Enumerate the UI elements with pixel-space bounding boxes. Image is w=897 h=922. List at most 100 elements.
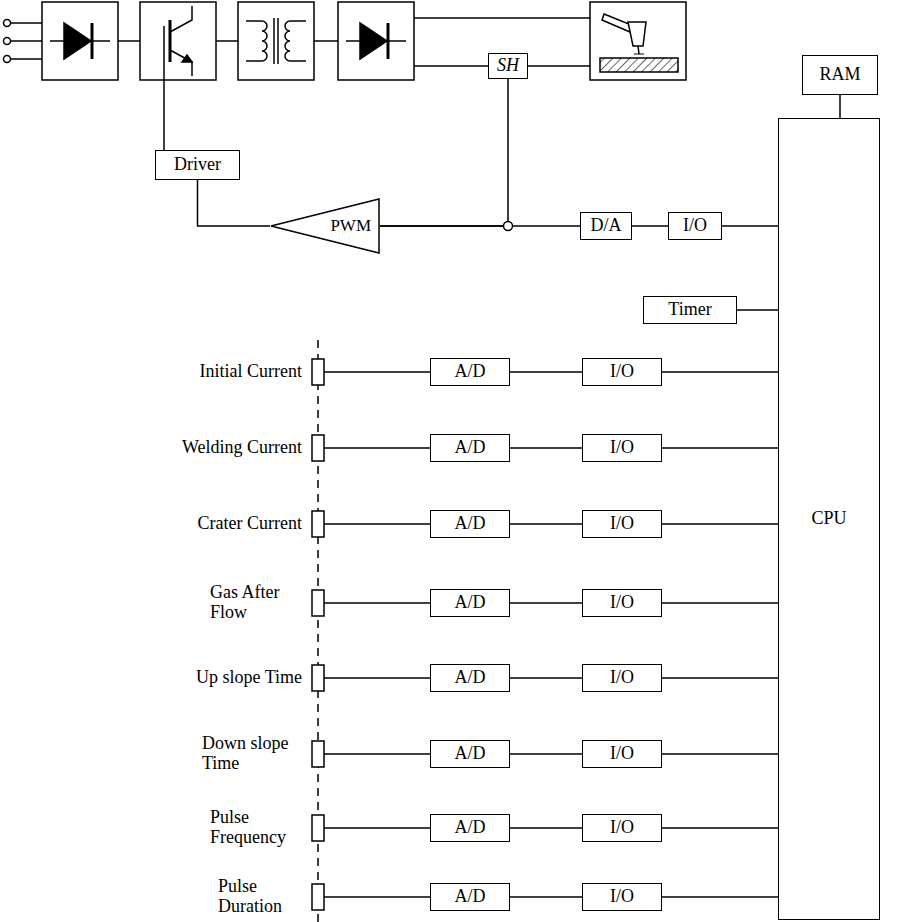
parameter-label: Up slope Time: [196, 668, 302, 688]
node-label: I/O: [610, 818, 634, 838]
node-label: Timer: [668, 300, 711, 320]
ad-converter: A/D: [430, 589, 510, 617]
signal-connector: [510, 827, 582, 829]
potentiometer-symbol: [312, 590, 324, 616]
input-terminals: [4, 20, 43, 63]
signal-wire: [324, 896, 430, 898]
signal-connector: [380, 225, 580, 227]
signal-connector: [198, 180, 271, 226]
node-label: A/D: [455, 744, 486, 764]
output-rectifier-box: [338, 2, 414, 80]
node-label: I/O: [610, 887, 634, 907]
timer-box: Timer: [643, 296, 737, 324]
node-label: A/D: [455, 438, 486, 458]
sample-hold-box: SH: [488, 53, 528, 79]
potentiometer-symbol: [312, 511, 324, 537]
driver-box: Driver: [155, 150, 240, 180]
parameter-label: Pulse Duration: [218, 877, 302, 917]
ad-converter: A/D: [430, 883, 510, 911]
da-converter: D/A: [580, 212, 632, 240]
node-label: D/A: [591, 216, 622, 236]
io-port: I/O: [582, 510, 662, 538]
signal-connector: [510, 753, 582, 755]
ad-converter: A/D: [430, 358, 510, 386]
signal-connector: [510, 896, 582, 898]
potentiometer-symbol: [312, 741, 324, 767]
node-label: I/O: [610, 438, 634, 458]
welding-torch-box: [590, 2, 686, 80]
signal-wire: [324, 827, 430, 829]
node-label: I/O: [610, 593, 634, 613]
signal-connector: [662, 677, 778, 679]
io-port: I/O: [582, 664, 662, 692]
parameter-label: Initial Current: [200, 362, 302, 382]
signal-connector: [510, 523, 582, 525]
signal-wire: [324, 523, 430, 525]
io-port: I/O: [582, 589, 662, 617]
diode-symbol: [346, 23, 406, 59]
transformer-symbol: [246, 18, 306, 64]
summing-junction: [504, 222, 513, 231]
io-port: I/O: [582, 434, 662, 462]
node-label: I/O: [610, 362, 634, 382]
signal-connector: [662, 523, 778, 525]
inverter-box: [140, 2, 216, 80]
signal-connector: [380, 79, 508, 226]
node-label: A/D: [455, 362, 486, 382]
signal-connector: [662, 371, 778, 373]
ad-converter: A/D: [430, 814, 510, 842]
potentiometer-symbol: [312, 884, 324, 910]
parameter-label: Crater Current: [198, 514, 302, 534]
ad-converter: A/D: [430, 510, 510, 538]
ad-converter: A/D: [430, 664, 510, 692]
signal-connector: [510, 677, 582, 679]
io-port: I/O: [582, 883, 662, 911]
io-port: I/O: [582, 358, 662, 386]
node-label: I/O: [610, 668, 634, 688]
cpu-box: CPU: [778, 118, 880, 920]
power-wires: [118, 18, 590, 150]
io-port: I/O: [582, 814, 662, 842]
signal-connector: [662, 753, 778, 755]
node-label: RAM: [819, 65, 860, 85]
input-rectifier-box: [42, 2, 118, 80]
signal-connector: [662, 896, 778, 898]
parameter-label: Gas After Flow: [210, 583, 302, 623]
potentiometer-symbol: [312, 815, 324, 841]
potentiometer-set: [312, 359, 430, 910]
potentiometer-symbol: [312, 665, 324, 691]
signal-connector: [662, 447, 778, 449]
signal-connector: [510, 447, 582, 449]
signal-wire: [324, 677, 430, 679]
diode-symbol: [50, 23, 110, 59]
signal-connector: [839, 95, 841, 118]
ram-box: RAM: [802, 55, 878, 95]
node-label: I/O: [683, 216, 707, 236]
node-label: A/D: [455, 593, 486, 613]
node-label: I/O: [610, 744, 634, 764]
node-label: A/D: [455, 668, 486, 688]
signal-connector: [722, 225, 778, 227]
igbt-symbol: [164, 6, 192, 80]
node-label: A/D: [455, 818, 486, 838]
welding-torch: [600, 14, 678, 72]
signal-connector: [662, 602, 778, 604]
node-label: I/O: [610, 514, 634, 534]
signal-wire: [324, 371, 430, 373]
pwm-amplifier: PWM: [270, 198, 380, 254]
parameter-label: Down slope Time: [202, 734, 302, 774]
signal-wire: [324, 602, 430, 604]
io-port: I/O: [668, 212, 722, 240]
potentiometer-symbol: [312, 435, 324, 461]
ad-converter: A/D: [430, 740, 510, 768]
node-label: Driver: [174, 155, 221, 175]
node-label: SH: [497, 56, 519, 76]
signal-wire: [324, 447, 430, 449]
transformer-box: [238, 2, 314, 80]
ad-converter: A/D: [430, 434, 510, 462]
signal-connector: [510, 371, 582, 373]
io-port: I/O: [582, 740, 662, 768]
node-label: A/D: [455, 514, 486, 534]
signal-connector: [662, 827, 778, 829]
